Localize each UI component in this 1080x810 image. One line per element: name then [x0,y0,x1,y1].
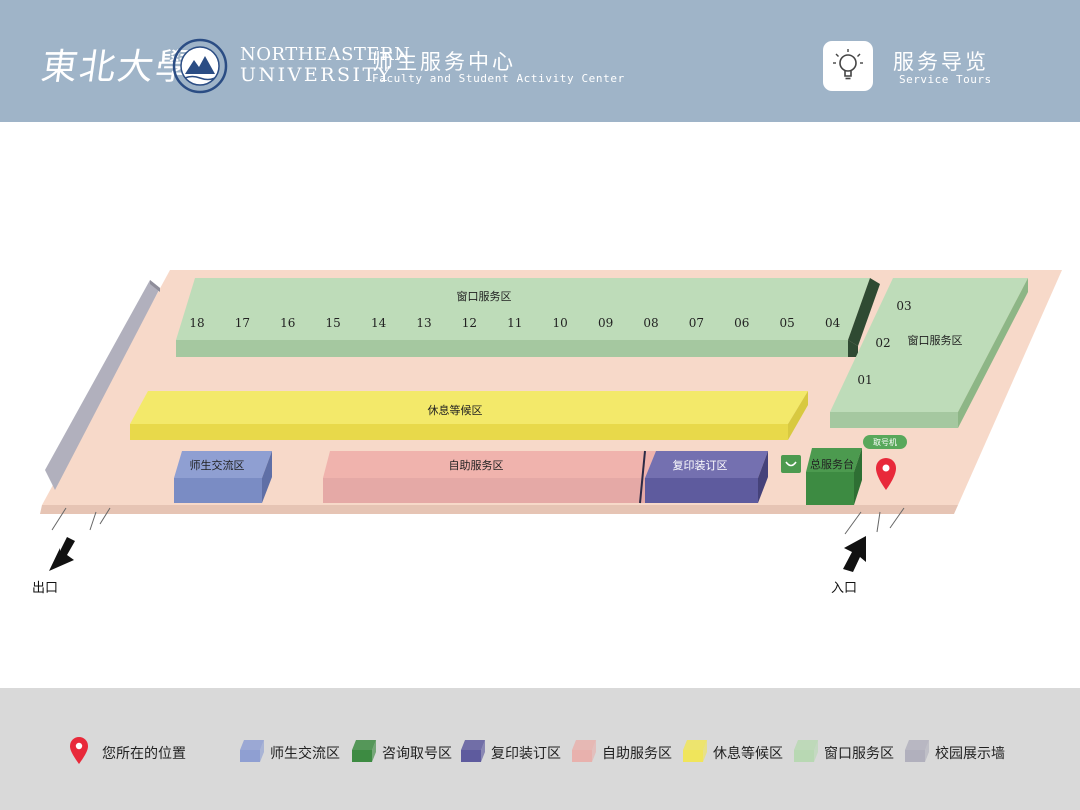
legend-label: 您所在的位置 [102,746,186,762]
legend-swatch-icon [461,740,485,762]
header-banner: 東北大學 NORTHEASTERN UNIVERSITY 师生服务中心 Facu… [0,0,1080,122]
window-number: 17 [235,316,250,330]
window-number: 06 [734,316,749,330]
legend-label: 校园展示墙 [935,746,1005,762]
window-number: 18 [189,316,204,330]
legend-label: 休息等候区 [713,746,783,762]
main-service-desk-label: 总服务台 [810,457,854,471]
you-are-here-pin [876,458,896,490]
legend-label: 师生交流区 [270,746,340,762]
entrance-doors [844,507,905,535]
location-pin-icon [70,737,88,764]
exit-doors [51,507,111,531]
window-number: 10 [553,316,568,330]
legend-swatch-icon [683,740,707,762]
legend-label: 自助服务区 [602,746,672,762]
legend-swatch-icon [352,740,376,762]
entrance-label: 入口 [831,581,857,596]
legend-swatch-icon [794,740,818,762]
window-number: 14 [371,316,387,330]
smile-service-icon [781,455,801,473]
legend-swatch-icon [905,740,929,762]
self-service-zone-label: 自助服务区 [449,458,504,472]
legend-label: 窗口服务区 [824,746,894,762]
center-title-en: Faculty and Student Activity Center [372,72,625,85]
exit-label: 出口 [32,581,58,596]
exchange-zone [174,451,272,503]
window-number: 02 [875,336,890,350]
service-tours-subtitle: Service Tours [899,73,992,86]
waiting-zone-label: 休息等候区 [428,403,483,417]
window-number: 03 [896,299,911,313]
center-title-cn: 师生服务中心 [372,50,516,74]
window-numbers: 18 17 16 15 14 13 12 11 10 09 08 07 06 05 04 [189,316,840,330]
window-number: 15 [326,316,341,330]
self-service-zone [323,451,656,503]
entrance-arrow-icon [843,536,866,572]
floor-plan-map: 窗口服务区 18 17 16 15 14 13 12 11 10 09 08 07 06 05 04 窗口服… [32,270,1062,596]
window-number: 04 [825,316,841,330]
exit-arrow-icon [49,537,75,571]
window-number: 08 [643,316,658,330]
ticket-machine-label: 取号机 [873,437,897,447]
university-name-line1: NORTHEASTERN [240,44,411,65]
university-name-line2: UNIVERSITY [240,64,393,86]
floor-front-edge [40,505,958,514]
legend-bar: 您所在的位置 师生交流区 咨询取号区 复印装订区 自助服务区 休息等候区 窗口服务区 校园展示… [0,688,1080,810]
exchange-zone-label: 师生交流区 [190,458,245,472]
university-seal-logo [172,38,228,94]
window-number: 05 [780,316,795,330]
legend-swatch-icon [572,740,596,762]
window-zone-label-side: 窗口服务区 [908,333,963,347]
window-number: 09 [598,316,613,330]
window-number: 01 [857,373,872,387]
lightbulb-icon [833,49,863,80]
copy-binding-zone-label: 复印装订区 [673,458,728,472]
window-number: 07 [689,316,704,330]
window-service-zone-side [830,278,1028,428]
window-number: 13 [416,316,431,330]
campus-display-wall-side [150,280,160,292]
window-number: 12 [462,316,477,330]
window-zone-label-row: 窗口服务区 [457,289,512,303]
window-number: 16 [280,316,295,330]
window-service-zone-row [176,278,880,357]
legend-label: 复印装订区 [491,746,561,762]
ticket-machine-badge[interactable] [863,435,907,449]
service-tours-button[interactable] [823,41,873,91]
campus-display-wall [45,280,160,490]
window-numbers-side: 03 02 01 [857,299,911,387]
window-number: 11 [507,316,522,330]
copy-binding-zone [639,450,768,504]
legend-swatch-icon [240,740,264,762]
service-tours-title: 服务导览 [893,50,989,74]
waiting-zone [130,391,808,440]
legend-label: 咨询取号区 [382,746,452,762]
main-service-desk [806,448,862,505]
